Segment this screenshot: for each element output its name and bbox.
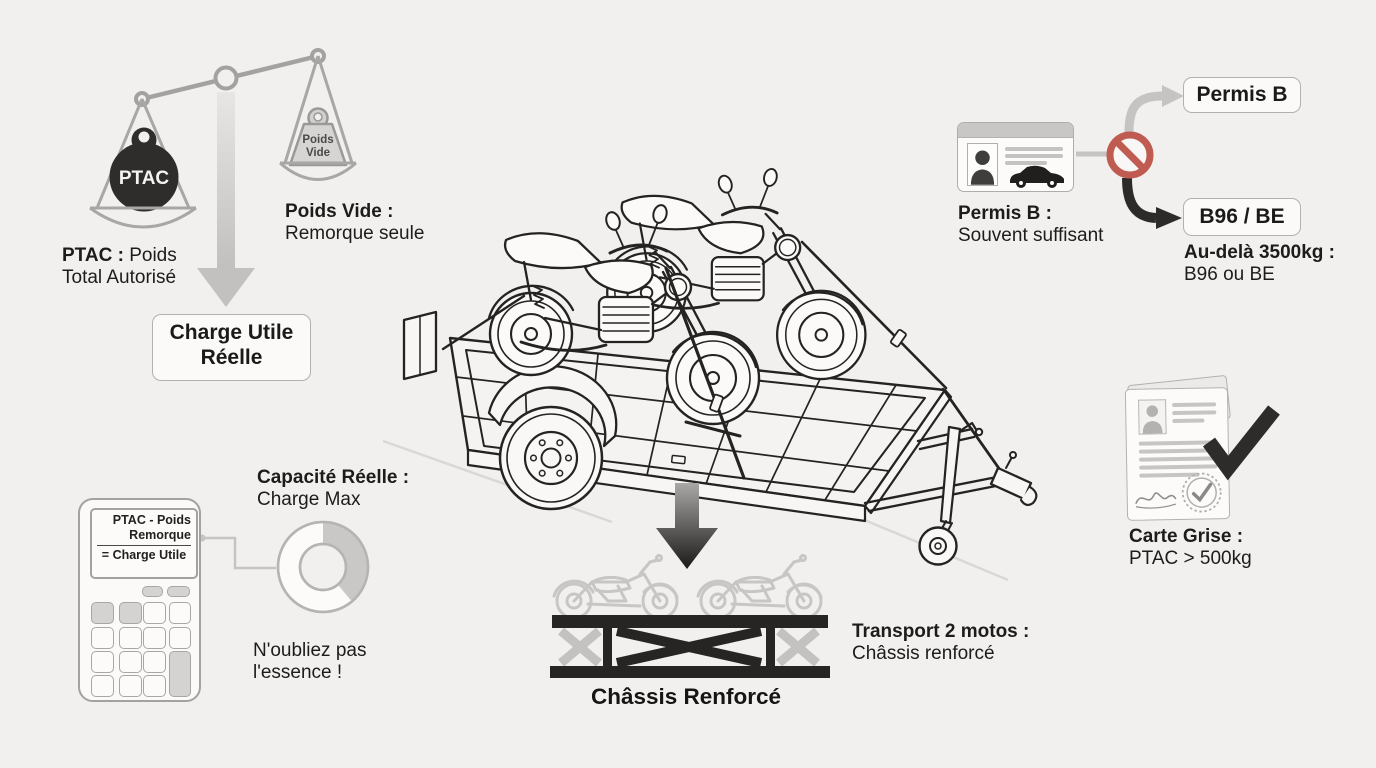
black-curve-arrow — [1122, 177, 1157, 223]
card-text-line — [1005, 147, 1063, 151]
permis-b-box: Permis B — [1183, 77, 1301, 113]
card-text-line — [1005, 154, 1063, 158]
capacite-caption: Capacité Réelle : Charge Max — [257, 467, 409, 510]
carte-grise-caption-bold: Carte Grise : — [1129, 526, 1244, 547]
calc-button — [169, 627, 191, 649]
person-icon — [1142, 405, 1163, 434]
donut-chart-icon — [198, 520, 370, 614]
permis-caption-line2: Souvent suffisant — [958, 224, 1104, 246]
capacite-caption-bold: Capacité Réelle : — [257, 467, 410, 488]
person-icon — [970, 150, 995, 185]
ptac-caption: PTAC : Poids Total Autorisé — [62, 245, 177, 288]
ptac-weight-icon: PTAC — [109, 127, 179, 212]
car-icon — [1010, 165, 1064, 188]
hitch-coupler — [989, 451, 1038, 507]
transport-caption: Transport 2 motos : Châssis renforcé — [852, 621, 1029, 664]
gray-motorcycle-icon — [696, 554, 823, 620]
essence-note-line2: l'essence ! — [253, 661, 343, 683]
carte-grise-caption: Carte Grise : PTAC > 500kg — [1129, 526, 1252, 569]
license-card-icon — [957, 122, 1074, 192]
calc-button — [119, 675, 142, 697]
prohibition-icon — [1106, 131, 1154, 179]
tie-down-straps — [441, 240, 948, 480]
poids-vide-caption-bold: Poids Vide : — [285, 201, 394, 222]
calculator-icon: PTAC - Poids Remorque = Charge Utile — [78, 498, 201, 702]
permis-caption-bold: Permis B : — [958, 203, 1052, 224]
poids-vide-label-2: Vide — [306, 147, 330, 159]
poids-vide-caption: Poids Vide : Remorque seule — [285, 201, 424, 244]
b96-be-box: B96 / BE — [1183, 198, 1301, 236]
license-flow — [1076, 85, 1184, 229]
calc-button — [91, 602, 114, 624]
jockey-wheel — [918, 421, 984, 566]
calc-button — [119, 627, 142, 649]
charge-utile-line1: Charge Utile — [169, 321, 294, 344]
ptac-caption-line2: Total Autorisé — [62, 266, 177, 288]
ptac-caption-rest: Poids — [129, 245, 177, 266]
calc-button — [91, 651, 114, 673]
calc-button — [91, 675, 114, 697]
calc-button — [167, 586, 190, 597]
calc-button — [142, 586, 163, 597]
chassis-title: Châssis Renforcé — [590, 684, 782, 709]
permis-caption: Permis B : Souvent suffisant — [958, 203, 1103, 246]
au-dela-caption-bold: Au-delà 3500kg : — [1184, 242, 1335, 263]
ptac-weight-label: PTAC — [119, 168, 170, 189]
scale-pans — [89, 161, 357, 229]
au-dela-caption: Au-delà 3500kg : B96 ou BE — [1184, 242, 1335, 285]
au-dela-caption-line2: B96 ou BE — [1184, 263, 1275, 285]
calculator-display: PTAC - Poids Remorque = Charge Utile — [90, 508, 198, 579]
calc-display-line3: = Charge Utile — [101, 548, 187, 562]
calc-button — [143, 627, 166, 649]
poids-vide-label-1: Poids — [302, 134, 333, 146]
card-text-line — [1005, 161, 1047, 165]
document-front-page — [1124, 387, 1231, 521]
license-photo — [967, 143, 998, 186]
calc-button — [119, 602, 142, 624]
signature-icon — [1135, 492, 1177, 509]
gray-motorcycle-icon — [552, 554, 679, 620]
ptac-caption-bold: PTAC : — [62, 245, 124, 266]
down-arrow-dark-icon — [656, 483, 718, 569]
balance-scale-icon: PTAC Poids Vide — [89, 48, 357, 307]
transport-caption-line2: Châssis renforcé — [852, 642, 995, 664]
calc-button — [169, 651, 191, 697]
permis-b-label: Permis B — [1196, 83, 1288, 106]
capacite-caption-line2: Charge Max — [257, 488, 361, 510]
reinforced-chassis-icon — [550, 615, 830, 678]
b96-be-label: B96 / BE — [1199, 205, 1285, 228]
license-card-header — [958, 123, 1073, 138]
trailer-wheel — [487, 365, 618, 511]
checkmark-icon — [1202, 405, 1280, 481]
poids-vide-weight-icon: Poids Vide — [288, 107, 348, 167]
essence-note-line1: N'oubliez pas — [253, 640, 367, 661]
down-arrow-shaft — [217, 92, 235, 270]
document-photo — [1138, 399, 1167, 435]
charge-utile-line2: Réelle — [200, 346, 263, 369]
calc-button — [143, 675, 166, 697]
calc-button — [169, 602, 191, 624]
calc-display-line2: Remorque — [129, 528, 191, 542]
transport-caption-bold: Transport 2 motos : — [852, 621, 1030, 642]
calc-display-divider — [97, 545, 191, 546]
stamp-icon — [1181, 472, 1222, 513]
charge-utile-box: Charge Utile Réelle — [152, 314, 311, 381]
calc-button — [143, 602, 166, 624]
carte-grise-caption-line2: PTAC > 500kg — [1129, 547, 1252, 569]
calc-button — [143, 651, 166, 673]
poids-vide-caption-line2: Remorque seule — [285, 222, 425, 244]
calc-button — [91, 627, 114, 649]
carte-grise-document-icon — [1115, 372, 1245, 530]
gray-curve-arrow — [1124, 91, 1163, 133]
essence-note: N'oubliez pas l'essence ! — [253, 640, 366, 683]
calc-display-line1: PTAC - Poids — [112, 513, 191, 527]
down-arrow-head — [197, 268, 255, 307]
calc-button — [119, 651, 142, 673]
